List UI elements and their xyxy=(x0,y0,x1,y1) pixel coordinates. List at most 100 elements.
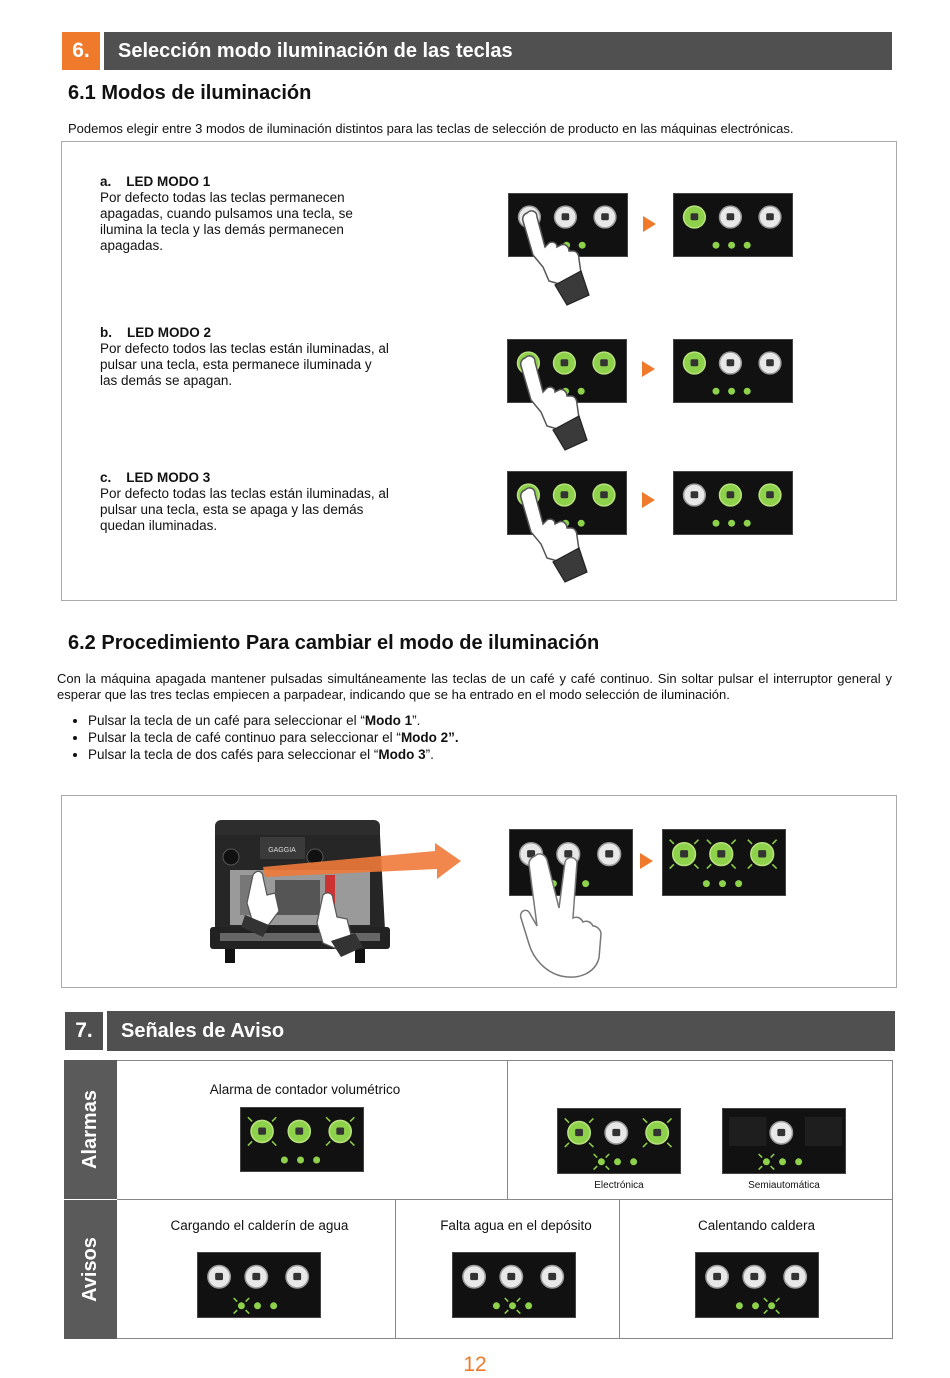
coffee-cup-icon xyxy=(766,359,774,367)
led-ray xyxy=(669,863,675,870)
led-ray xyxy=(325,1116,331,1122)
key-panel-drawing xyxy=(669,839,778,888)
key-panel-drawing xyxy=(682,351,782,395)
arrow-icon xyxy=(642,361,655,377)
status-led-dot xyxy=(492,1302,500,1310)
led-ray xyxy=(706,839,712,845)
led-ray xyxy=(245,1297,250,1303)
led-ray xyxy=(747,863,753,870)
hand-pointer-icon xyxy=(522,210,590,306)
divider xyxy=(117,1199,893,1200)
mode-b: b. LED MODO 2 Por defecto todos las tecl… xyxy=(100,325,389,388)
coffee-cup-icon xyxy=(336,1127,345,1135)
led-ray xyxy=(669,839,675,845)
coffee-cup-icon xyxy=(726,491,735,499)
section-number: 6. xyxy=(62,32,100,70)
coffee-cup-icon xyxy=(690,213,699,221)
status-led-dot xyxy=(630,1158,638,1166)
status-led-dot xyxy=(270,1302,278,1310)
coffee-cup-icon xyxy=(758,850,767,858)
status-led-dot xyxy=(743,387,751,395)
led-ray xyxy=(605,1165,610,1171)
status-led-dot xyxy=(752,1302,760,1310)
coffee-cup-icon xyxy=(507,1272,516,1281)
led-ray xyxy=(325,1140,331,1147)
section-number: 7. xyxy=(64,1011,104,1051)
mode-a: a. LED MODO 1 Por defecto todas las tecl… xyxy=(100,174,353,253)
led-ray xyxy=(247,1116,253,1122)
key-panel-blinking xyxy=(662,829,786,896)
led-ray xyxy=(642,1142,648,1148)
led-ray xyxy=(771,863,778,870)
warning-panel xyxy=(197,1252,321,1318)
coffee-cup-icon xyxy=(690,359,699,367)
divider xyxy=(619,1199,620,1339)
section-title: Selección modo iluminación de las teclas xyxy=(104,32,892,70)
status-led-dot xyxy=(578,241,586,249)
two-finger-hand-icon xyxy=(519,853,602,978)
coffee-cup-icon xyxy=(258,1127,266,1135)
led-ray xyxy=(233,1309,238,1315)
coffee-cup-icon xyxy=(564,850,573,858)
status-led-dot xyxy=(577,387,585,395)
led-ray xyxy=(770,1165,775,1171)
status-led-dot xyxy=(762,1158,770,1166)
status-led-dot xyxy=(743,241,751,249)
status-led-dot xyxy=(577,519,585,527)
subsection-title: 6.2 Procedimiento Para cambiar el modo d… xyxy=(68,632,600,654)
warning-title: Cargando el calderín de agua xyxy=(170,1218,349,1233)
coffee-cup-icon xyxy=(750,1272,759,1281)
section-title: Señales de Aviso xyxy=(107,1011,895,1051)
alarm-panel-electronic xyxy=(557,1108,681,1174)
arrow-icon xyxy=(640,853,653,869)
status-led-dot xyxy=(719,880,727,888)
led-ray xyxy=(758,1153,763,1159)
led-ray xyxy=(593,1165,598,1171)
key-panel-after xyxy=(673,471,793,535)
led-ray xyxy=(775,1297,780,1303)
led-ray xyxy=(666,1117,673,1124)
coffee-cup-icon xyxy=(726,213,735,221)
key-panel-drawing xyxy=(462,1264,565,1315)
arrow-icon xyxy=(642,492,655,508)
status-led-dot xyxy=(525,1302,533,1310)
status-led-dot xyxy=(254,1302,262,1310)
led-ray xyxy=(763,1297,768,1303)
coffee-cup-icon xyxy=(605,850,614,858)
hand-pointer-icon xyxy=(520,355,588,451)
led-ray xyxy=(758,1165,763,1171)
key-panel-drawing xyxy=(705,1264,808,1315)
page-number: 12 xyxy=(463,1353,487,1376)
procedure-text: Con la máquina apagada mantener pulsadas… xyxy=(57,671,892,702)
coffee-cup-icon xyxy=(791,1272,800,1281)
alarm-caption: Electrónica xyxy=(594,1180,644,1191)
coffee-cup-icon xyxy=(766,213,774,221)
led-ray xyxy=(564,1142,570,1148)
intro-text: Podemos elegir entre 3 modos de iluminac… xyxy=(68,121,794,136)
led-ray xyxy=(349,1140,355,1147)
led-ray xyxy=(349,1116,355,1122)
warning-title: Calentando caldera xyxy=(697,1218,816,1233)
led-ray xyxy=(706,863,712,870)
led-ray xyxy=(233,1297,238,1303)
alarm-title: Alarma de contador volumétrico xyxy=(209,1082,401,1097)
led-ray xyxy=(588,1142,594,1148)
modes-box xyxy=(61,141,897,601)
coffee-cup-icon xyxy=(717,850,726,858)
status-led-dot xyxy=(795,1158,803,1166)
divider xyxy=(395,1199,396,1339)
status-led-dot xyxy=(582,880,590,888)
alarms-side-label: Alarmas xyxy=(64,1060,117,1199)
status-led-dot xyxy=(313,1156,321,1164)
procedure-list: Pulsar la tecla de un café para seleccio… xyxy=(52,712,788,763)
coffee-cup-icon xyxy=(548,1272,557,1281)
coffee-cup-icon xyxy=(612,1128,621,1137)
status-led-dot xyxy=(735,880,743,888)
led-ray xyxy=(747,839,753,845)
coffee-cup-icon xyxy=(600,359,608,367)
coffee-cup-icon xyxy=(713,1272,722,1281)
coffee-cup-icon xyxy=(560,491,569,499)
led-ray xyxy=(775,1309,780,1315)
coffee-cup-icon xyxy=(215,1272,224,1281)
coffee-cup-icon xyxy=(726,359,735,367)
